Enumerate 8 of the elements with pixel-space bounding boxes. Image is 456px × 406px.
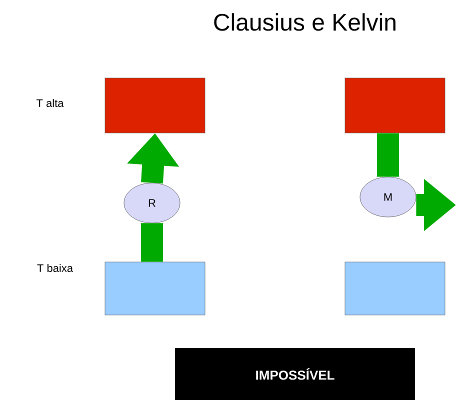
hot-reservoir-box <box>344 78 446 134</box>
cold-reservoir-box <box>344 262 446 316</box>
temperature-label: T alta <box>36 98 64 108</box>
temperature-label: T baixa <box>37 264 74 272</box>
title: Clausius e Kelvin <box>214 13 396 31</box>
banner-box: IMPOSSÍVEL <box>175 348 415 400</box>
cold-reservoir-box <box>104 262 206 316</box>
hot-reservoir-box <box>104 78 206 134</box>
